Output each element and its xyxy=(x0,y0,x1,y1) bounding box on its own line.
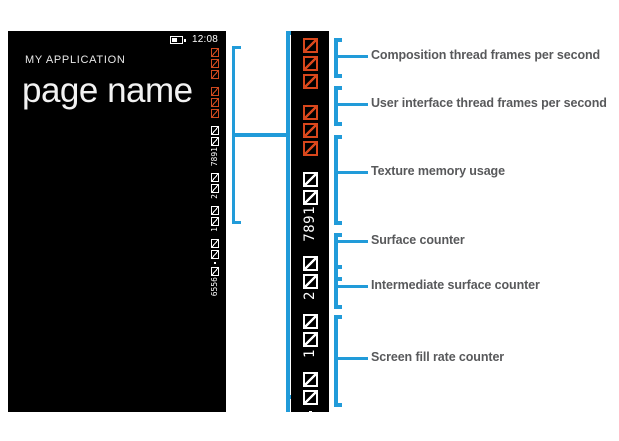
callout-label-composition-fps: Composition thread frames per second xyxy=(371,48,601,62)
callout-bracket-bottom-cap-texture-memory xyxy=(334,221,342,225)
phone-counter-strip: 7891 2 1 6556 xyxy=(208,47,222,296)
counter-glyph-box-icon xyxy=(302,104,318,120)
phone-status-bar: 12:08 xyxy=(8,31,226,48)
application-title: MY APPLICATION xyxy=(25,54,126,66)
counter-glyph-box-icon xyxy=(211,98,219,107)
magnified-strip-bracket-top-cap xyxy=(286,31,293,35)
counter-glyph-box-icon xyxy=(211,59,219,68)
counter-glyph-box-icon xyxy=(211,87,219,96)
counter-glyph-box-icon xyxy=(211,48,219,57)
counter-group-ui-fps xyxy=(302,103,318,157)
callout-leader-line-screen-fill-rate xyxy=(338,357,368,360)
counter-value-surface-counter: 2 xyxy=(210,194,219,200)
magnified-strip-bracket-bottom-cap xyxy=(286,395,293,399)
callout-leader-line-surface-counter xyxy=(338,240,368,243)
counter-glyph-box-icon xyxy=(211,173,219,183)
source-bracket-top-cap xyxy=(232,46,241,49)
callout-bracket-top-cap-texture-memory xyxy=(334,135,342,139)
counter-glyph-box-icon xyxy=(211,238,219,248)
callout-label-texture-memory: Texture memory usage xyxy=(371,164,505,178)
counter-glyph-box-icon xyxy=(211,70,219,79)
callout-bracket-bottom-cap-surface-counter xyxy=(334,277,342,281)
source-bracket-vertical xyxy=(232,46,235,224)
counter-group-intermediate-surface: 1 xyxy=(301,313,318,358)
callout-leader-line-texture-memory xyxy=(338,171,368,174)
counter-value-intermediate-surface: 1 xyxy=(210,227,219,232)
counter-value-intermediate-surface: 1 xyxy=(301,348,318,358)
magnified-strip-bracket-vertical xyxy=(286,31,290,412)
callout-bracket-top-cap-intermediate-surface xyxy=(334,265,342,269)
counter-value-screen-fill-rate: 6556 xyxy=(210,276,219,297)
counter-group-surface-counter: 2 xyxy=(301,255,318,300)
battery-icon xyxy=(169,35,187,44)
callout-label-ui-fps: User interface thread frames per second xyxy=(371,96,607,110)
counter-group-composition-fps xyxy=(302,36,318,90)
callout-bracket-bottom-cap-ui-fps xyxy=(334,122,342,126)
callout-bracket-surface-counter xyxy=(334,233,338,281)
callout-bracket-top-cap-composition-fps xyxy=(334,38,342,42)
counter-glyph-box-icon xyxy=(211,184,219,194)
callout-leader-line-ui-fps xyxy=(338,103,368,106)
counter-group-screen-fill-rate: 6556 xyxy=(302,371,318,412)
counter-glyph-box-icon xyxy=(302,372,318,388)
counter-glyph-box-icon xyxy=(302,314,318,330)
magnification-link-line xyxy=(235,133,287,137)
callout-bracket-composition-fps xyxy=(334,38,338,78)
counter-glyph-box-icon xyxy=(211,126,219,135)
counter-glyph-box-icon xyxy=(302,256,318,272)
counter-glyph-box-icon xyxy=(302,332,318,348)
callout-bracket-ui-fps xyxy=(334,86,338,126)
counter-glyph-box-icon xyxy=(211,266,219,276)
counter-group-surface-counter: 2 xyxy=(210,172,219,200)
page-title: page name xyxy=(22,71,193,110)
magnified-counter-strip: 7891 2 1 6556 xyxy=(291,31,329,412)
callout-bracket-texture-memory xyxy=(334,135,338,225)
counter-decimal-point xyxy=(308,410,312,412)
counter-glyph-box-icon xyxy=(302,189,318,205)
counter-group-texture-memory: 7891 xyxy=(301,170,318,242)
counter-value-surface-counter: 2 xyxy=(301,290,318,300)
callout-bracket-bottom-cap-screen-fill-rate xyxy=(334,403,342,407)
counter-glyph-box-icon xyxy=(302,140,318,156)
counter-group-ui-fps xyxy=(211,86,219,119)
counter-glyph-box-icon xyxy=(302,37,318,53)
counter-glyph-box-icon xyxy=(211,109,219,118)
callout-bracket-screen-fill-rate xyxy=(334,315,338,407)
counter-group-screen-fill-rate: 6556 xyxy=(210,238,219,297)
counter-group-intermediate-surface: 1 xyxy=(210,205,219,232)
callout-leader-line-composition-fps xyxy=(338,55,368,58)
callout-label-screen-fill-rate: Screen fill rate counter xyxy=(371,350,505,364)
counter-glyph-box-icon xyxy=(302,171,318,187)
callout-bracket-top-cap-screen-fill-rate xyxy=(334,315,342,319)
counter-glyph-box-icon xyxy=(211,137,219,146)
counter-glyph-box-icon xyxy=(302,122,318,138)
counter-glyph-box-icon xyxy=(211,217,219,227)
counter-value-texture-memory: 7891 xyxy=(210,147,219,167)
phone-screen: 12:08 MY APPLICATION page name 7891 2 1 655… xyxy=(8,31,226,412)
callout-bracket-bottom-cap-intermediate-surface xyxy=(334,305,342,309)
callout-bracket-top-cap-ui-fps xyxy=(334,86,342,90)
counter-decimal-point xyxy=(214,261,216,264)
callout-bracket-intermediate-surface xyxy=(334,265,338,309)
counter-glyph-box-icon xyxy=(211,249,219,259)
counter-group-texture-memory: 7891 xyxy=(210,125,219,167)
counter-value-texture-memory: 7891 xyxy=(301,206,318,242)
counter-glyph-box-icon xyxy=(211,206,219,216)
counter-glyph-box-icon xyxy=(302,390,318,406)
source-bracket-bottom-cap xyxy=(232,221,241,224)
callout-leader-line-intermediate-surface xyxy=(338,285,368,288)
counter-glyph-box-icon xyxy=(302,55,318,71)
callout-label-surface-counter: Surface counter xyxy=(371,233,465,247)
callout-bracket-top-cap-surface-counter xyxy=(334,233,342,237)
status-bar-time: 12:08 xyxy=(191,33,218,45)
counter-group-composition-fps xyxy=(211,47,219,80)
counter-glyph-box-icon xyxy=(302,73,318,89)
counter-glyph-box-icon xyxy=(302,274,318,290)
callout-bracket-bottom-cap-composition-fps xyxy=(334,74,342,78)
callout-label-intermediate-surface: Intermediate surface counter xyxy=(371,278,540,292)
